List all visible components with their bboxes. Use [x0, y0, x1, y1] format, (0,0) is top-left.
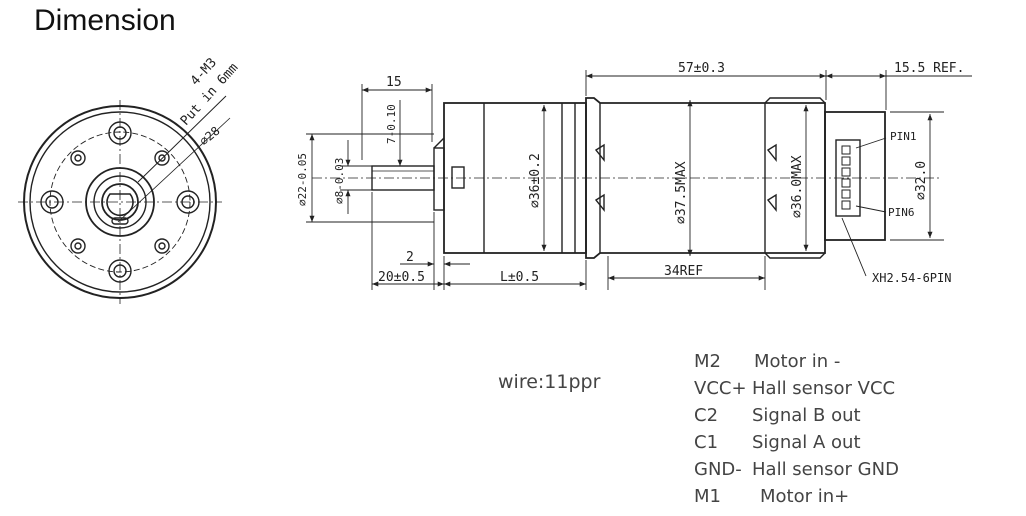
- dim-15-5-ref: 15.5 REF.: [894, 61, 964, 76]
- dim-phi22: ⌀22-0.05: [296, 153, 309, 206]
- connector-label: XH2.54-6PIN: [872, 271, 951, 285]
- pin-code: VCC+: [694, 378, 747, 399]
- wire-note: wire:11ppr: [498, 371, 601, 393]
- pin-code: M2: [694, 351, 721, 372]
- pin-desc: Motor in -: [754, 351, 841, 372]
- mount-hole-left: [40, 190, 64, 214]
- side-view: [312, 97, 940, 259]
- front-view: [18, 95, 231, 304]
- pin-desc: Signal A out: [752, 432, 861, 453]
- pin-desc: Hall sensor GND: [752, 459, 899, 480]
- shaft-key: [451, 166, 465, 189]
- pin-desc: Motor in+: [760, 486, 850, 507]
- pin1-label: PIN1: [890, 130, 917, 143]
- pin-desc: Hall sensor VCC: [752, 378, 896, 399]
- pin-code: C1: [694, 432, 719, 453]
- dim-20: 20±0.5: [378, 270, 425, 285]
- pin6-label: PIN6: [888, 206, 915, 219]
- mount-hole-top: [108, 121, 132, 145]
- dim-phi37-5: ⌀37.5MAX: [674, 161, 689, 224]
- encoder-housing: [824, 111, 886, 241]
- dim-phi36-0: ⌀36.0MAX: [790, 155, 805, 218]
- pin-desc: Signal B out: [752, 405, 861, 426]
- mount-hole-bottom: [108, 259, 132, 283]
- page-title: Dimension: [34, 4, 176, 37]
- connector: [835, 139, 861, 217]
- mount-hole-right: [176, 190, 200, 214]
- dim-57: 57±0.3: [678, 61, 725, 76]
- pin-code: C2: [694, 405, 719, 426]
- dimension-lines: [306, 70, 972, 290]
- dim-phi8: ⌀8-0.03: [333, 158, 346, 204]
- dim-phi36-2: ⌀36±0.2: [528, 153, 543, 208]
- dim-7: 7-0.10: [385, 104, 398, 144]
- dim-phi32: ⌀32.0: [914, 161, 929, 200]
- dim-15: 15: [386, 75, 402, 90]
- pin-code: M1: [694, 486, 721, 507]
- dim-2: 2: [406, 250, 414, 265]
- dim-34-ref: 34REF: [664, 264, 703, 279]
- dim-L: L±0.5: [500, 270, 539, 285]
- pin-code: GND-: [694, 459, 742, 480]
